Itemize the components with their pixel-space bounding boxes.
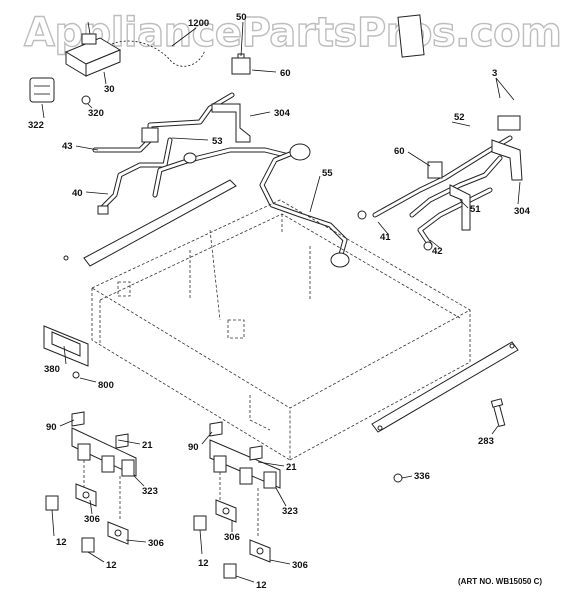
- callout-43: 43: [62, 141, 73, 152]
- callout-323-center: 323: [282, 506, 298, 517]
- callout-51: 51: [470, 204, 481, 215]
- callout-3: 3: [492, 68, 497, 79]
- callout-12-center-a: 12: [198, 558, 209, 569]
- part-50-bracket: [231, 53, 251, 75]
- left-valve-block: [141, 127, 159, 143]
- valve-group-left: [45, 411, 137, 553]
- manifold-inlet: [289, 143, 311, 161]
- part-336-screw: [393, 473, 403, 483]
- callout-21-left: 21: [142, 440, 153, 451]
- callout-90-center: 90: [188, 442, 199, 453]
- callout-306-left-b: 306: [148, 538, 164, 549]
- callout-52: 52: [454, 112, 465, 123]
- callout-30: 30: [104, 84, 115, 95]
- right-valve-block: [497, 115, 521, 131]
- callout-336: 336: [414, 471, 430, 482]
- callout-12-left-b: 12: [106, 560, 117, 571]
- callout-283: 283: [478, 436, 494, 447]
- callout-41: 41: [380, 232, 391, 243]
- callout-304-left: 304: [274, 108, 291, 119]
- callout-50: 50: [236, 12, 247, 23]
- callout-322: 322: [28, 120, 44, 131]
- part-283-bolt: [490, 398, 506, 428]
- unlabeled-panel: [397, 14, 425, 58]
- part-30-module: [64, 21, 122, 77]
- callout-21-center: 21: [286, 462, 297, 473]
- callout-60-right: 60: [394, 146, 405, 157]
- callout-90-left: 90: [46, 422, 57, 433]
- art-number: (ART NO. WB15050 C): [458, 577, 542, 586]
- callout-306-center-b: 306: [292, 560, 308, 571]
- callout-12-center-b: 12: [256, 580, 267, 591]
- callout-306-left-a: 306: [84, 514, 100, 525]
- part-320-nut: [81, 95, 91, 105]
- left-fitting: [97, 205, 109, 215]
- callout-53: 53: [212, 136, 223, 147]
- callout-55: 55: [322, 168, 333, 179]
- callout-40: 40: [72, 188, 83, 199]
- callout-304-right: 304: [514, 206, 531, 217]
- callout-60-top: 60: [280, 68, 291, 79]
- callout-labels: 1200 50 30 320 322 60 304 53 43 40 3 52 …: [28, 12, 531, 591]
- part-380-plate: [43, 325, 89, 367]
- callout-380: 380: [44, 364, 60, 375]
- right-rail: [371, 341, 519, 433]
- part-322-transformer: [29, 77, 55, 103]
- callout-306-center-a: 306: [224, 532, 240, 543]
- part-800-screw: [72, 371, 80, 379]
- callout-42: 42: [432, 246, 443, 257]
- burner-box: [91, 199, 471, 461]
- callout-12-left-a: 12: [56, 537, 67, 548]
- callout-800: 800: [98, 380, 114, 391]
- callout-1200: 1200: [188, 18, 209, 29]
- callout-323-left: 323: [142, 486, 158, 497]
- callout-320: 320: [88, 108, 104, 119]
- valve-group-center: [193, 421, 281, 579]
- leader-lines: [41, 21, 521, 583]
